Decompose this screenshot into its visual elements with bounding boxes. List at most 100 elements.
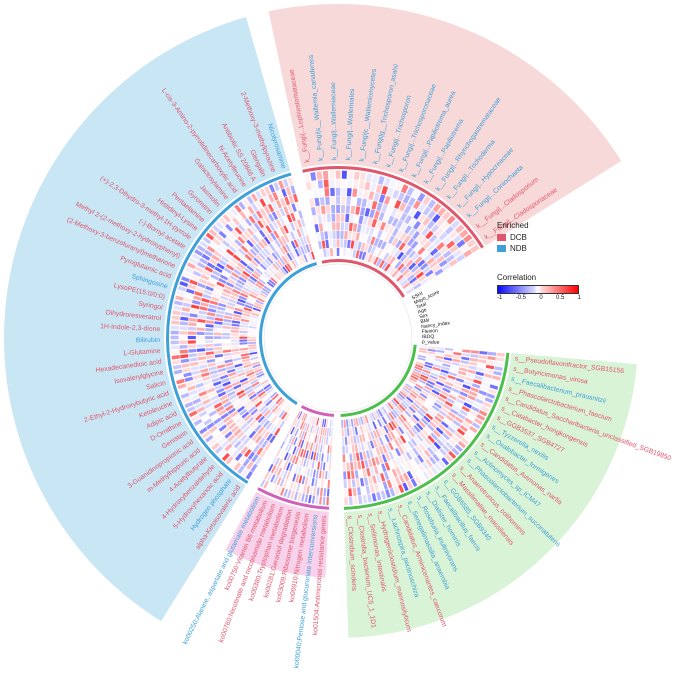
metabolites-heatmap-cell [274, 239, 282, 248]
fungi-heatmap-cell [362, 216, 369, 226]
metabolites-heatmap-cell [271, 393, 279, 401]
metabolites-heatmap-cell [244, 218, 253, 227]
metabolites-heatmap-cell [236, 369, 245, 374]
fungi-heatmap-cell [411, 279, 420, 287]
bacteria-heatmap-cell [343, 419, 346, 428]
fungi-heatmap-cell [393, 272, 402, 280]
fungi-heatmap-cell [442, 236, 452, 245]
metabolites-heatmap-cell [170, 335, 179, 340]
metabolites-heatmap-cell [205, 285, 214, 292]
metabolites-heatmap-cell [225, 419, 234, 427]
fungi-heatmap-cell [403, 204, 412, 215]
metabolites-heatmap-cell [282, 266, 289, 274]
metabolites-heatmap-cell [221, 377, 230, 384]
kegg-heatmap-cell [321, 470, 325, 479]
fungi-heatmap-cell [361, 198, 367, 208]
metabolites-heatmap-cell [213, 343, 222, 347]
metabolites-heatmap-cell [188, 410, 198, 418]
metabolites-heatmap-cell [241, 468, 249, 477]
kegg-heatmap-cell [297, 420, 303, 429]
kegg-heatmap-cell [280, 487, 285, 496]
metabolites-heatmap-cell [255, 243, 263, 252]
metabolites-heatmap-cell [171, 320, 180, 325]
metabolites-heatmap-cell [246, 195, 254, 205]
metabolites-heatmap-cell [179, 349, 188, 354]
metabolites-heatmap-cell [177, 383, 187, 390]
bacteria-heatmap-cell [417, 395, 426, 402]
metabolites-heatmap-cell [303, 226, 308, 236]
metabolites-heatmap-cell [191, 299, 201, 305]
metabolites-heatmap-cell [263, 409, 271, 417]
metabolites-heatmap-cell [223, 315, 233, 320]
bacteria-heatmap-cell [350, 418, 354, 427]
metabolites-heatmap-cell [260, 290, 269, 296]
bacteria-heatmap-cell [364, 459, 369, 468]
fungi-heatmap-cell [397, 192, 405, 202]
bacteria-heatmap-cell [455, 377, 465, 383]
fungi-heatmap-cell [401, 244, 410, 254]
metabolites-heatmap-cell [229, 374, 238, 381]
fungi-heatmap-cell [360, 242, 366, 251]
metabolites-heatmap-cell [243, 400, 252, 408]
fungi-heatmap-cell [309, 198, 315, 208]
kegg-heatmap-cell [321, 453, 324, 462]
fungi-heatmap-cell [303, 173, 311, 182]
bacteria-heatmap-cell [368, 476, 373, 485]
metabolites-heatmap-cell [215, 420, 225, 429]
metabolites-heatmap-cell [290, 231, 296, 240]
metabolites-heatmap-cell [239, 259, 248, 267]
metabolites-heatmap-cell [222, 343, 231, 346]
fungi-heatmap-cell [446, 240, 456, 249]
kegg-heatmap-cell [296, 410, 301, 419]
fungi-heatmap-cell [426, 257, 435, 266]
metabolites-heatmap-cell [262, 287, 270, 294]
metabolites-heatmap-cell [236, 301, 245, 307]
fungi-heatmap-cell [402, 268, 410, 276]
metabolites-heatmap-cell [294, 211, 300, 220]
metabolites-heatmap-cell [249, 248, 258, 257]
metabolites-heatmap-cell [226, 365, 235, 371]
fungi-heatmap-cell [405, 247, 413, 256]
metabolites-heatmap-cell [188, 353, 197, 358]
kegg-heatmap-cell [266, 482, 272, 491]
fungi-heatmap-cell [345, 205, 351, 214]
fungi-heatmap-cell [438, 232, 448, 241]
fungi-heatmap-cell [404, 215, 412, 225]
metabolites-heatmap-cell [195, 382, 204, 389]
metabolites-heatmap-cell [242, 361, 251, 366]
bacteria-heatmap-cell [482, 377, 492, 383]
bacteria-heatmap-cell [422, 387, 431, 394]
metabolites-heatmap-cell [204, 249, 213, 257]
metabolites-heatmap-cell [274, 261, 282, 269]
fungi-heatmap-cell [329, 239, 333, 248]
metabolites-heatmap-cell [282, 245, 289, 254]
fungi-heatmap-cell [322, 214, 327, 223]
bacteria-heatmap-cell [428, 346, 437, 350]
metabolites-heatmap-cell [227, 390, 236, 397]
fungi-heatmap-cell [364, 208, 371, 217]
fungi-heatmap-cell [398, 242, 406, 251]
metabolites-heatmap-cell [228, 220, 237, 229]
metabolites-heatmap-cell [265, 422, 273, 430]
metabolites-heatmap-cell [310, 251, 316, 260]
metabolites-heatmap-cell [273, 182, 280, 191]
kegg-heatmap-cell [300, 466, 305, 476]
bacteria-heatmap-cell [378, 482, 384, 492]
kegg-heatmap-cell [299, 412, 304, 420]
kegg-heatmap-cell [286, 453, 292, 462]
kegg-heatmap-cell [273, 466, 280, 475]
inner-variable-labels: SSHIMayo_scoreTotalAgeSexBMINancy_indexF… [411, 289, 451, 346]
metabolites-heatmap-cell [197, 282, 206, 289]
kegg-heatmap-cell [322, 496, 326, 505]
fungi-heatmap-cell [336, 239, 340, 248]
metabolites-heatmap-cell [242, 425, 251, 434]
metabolites-heatmap-cell [259, 292, 268, 299]
bacteria-heatmap-cell [465, 398, 474, 405]
metabolites-heatmap-cell [241, 398, 250, 405]
bacteria-heatmap-cell [434, 415, 443, 423]
metabolites-heatmap-cell [288, 195, 295, 204]
bacteria-heatmap-cell [454, 444, 463, 453]
metabolites-heatmap-cell [190, 274, 200, 282]
bacteria-heatmap-cell [427, 348, 436, 352]
